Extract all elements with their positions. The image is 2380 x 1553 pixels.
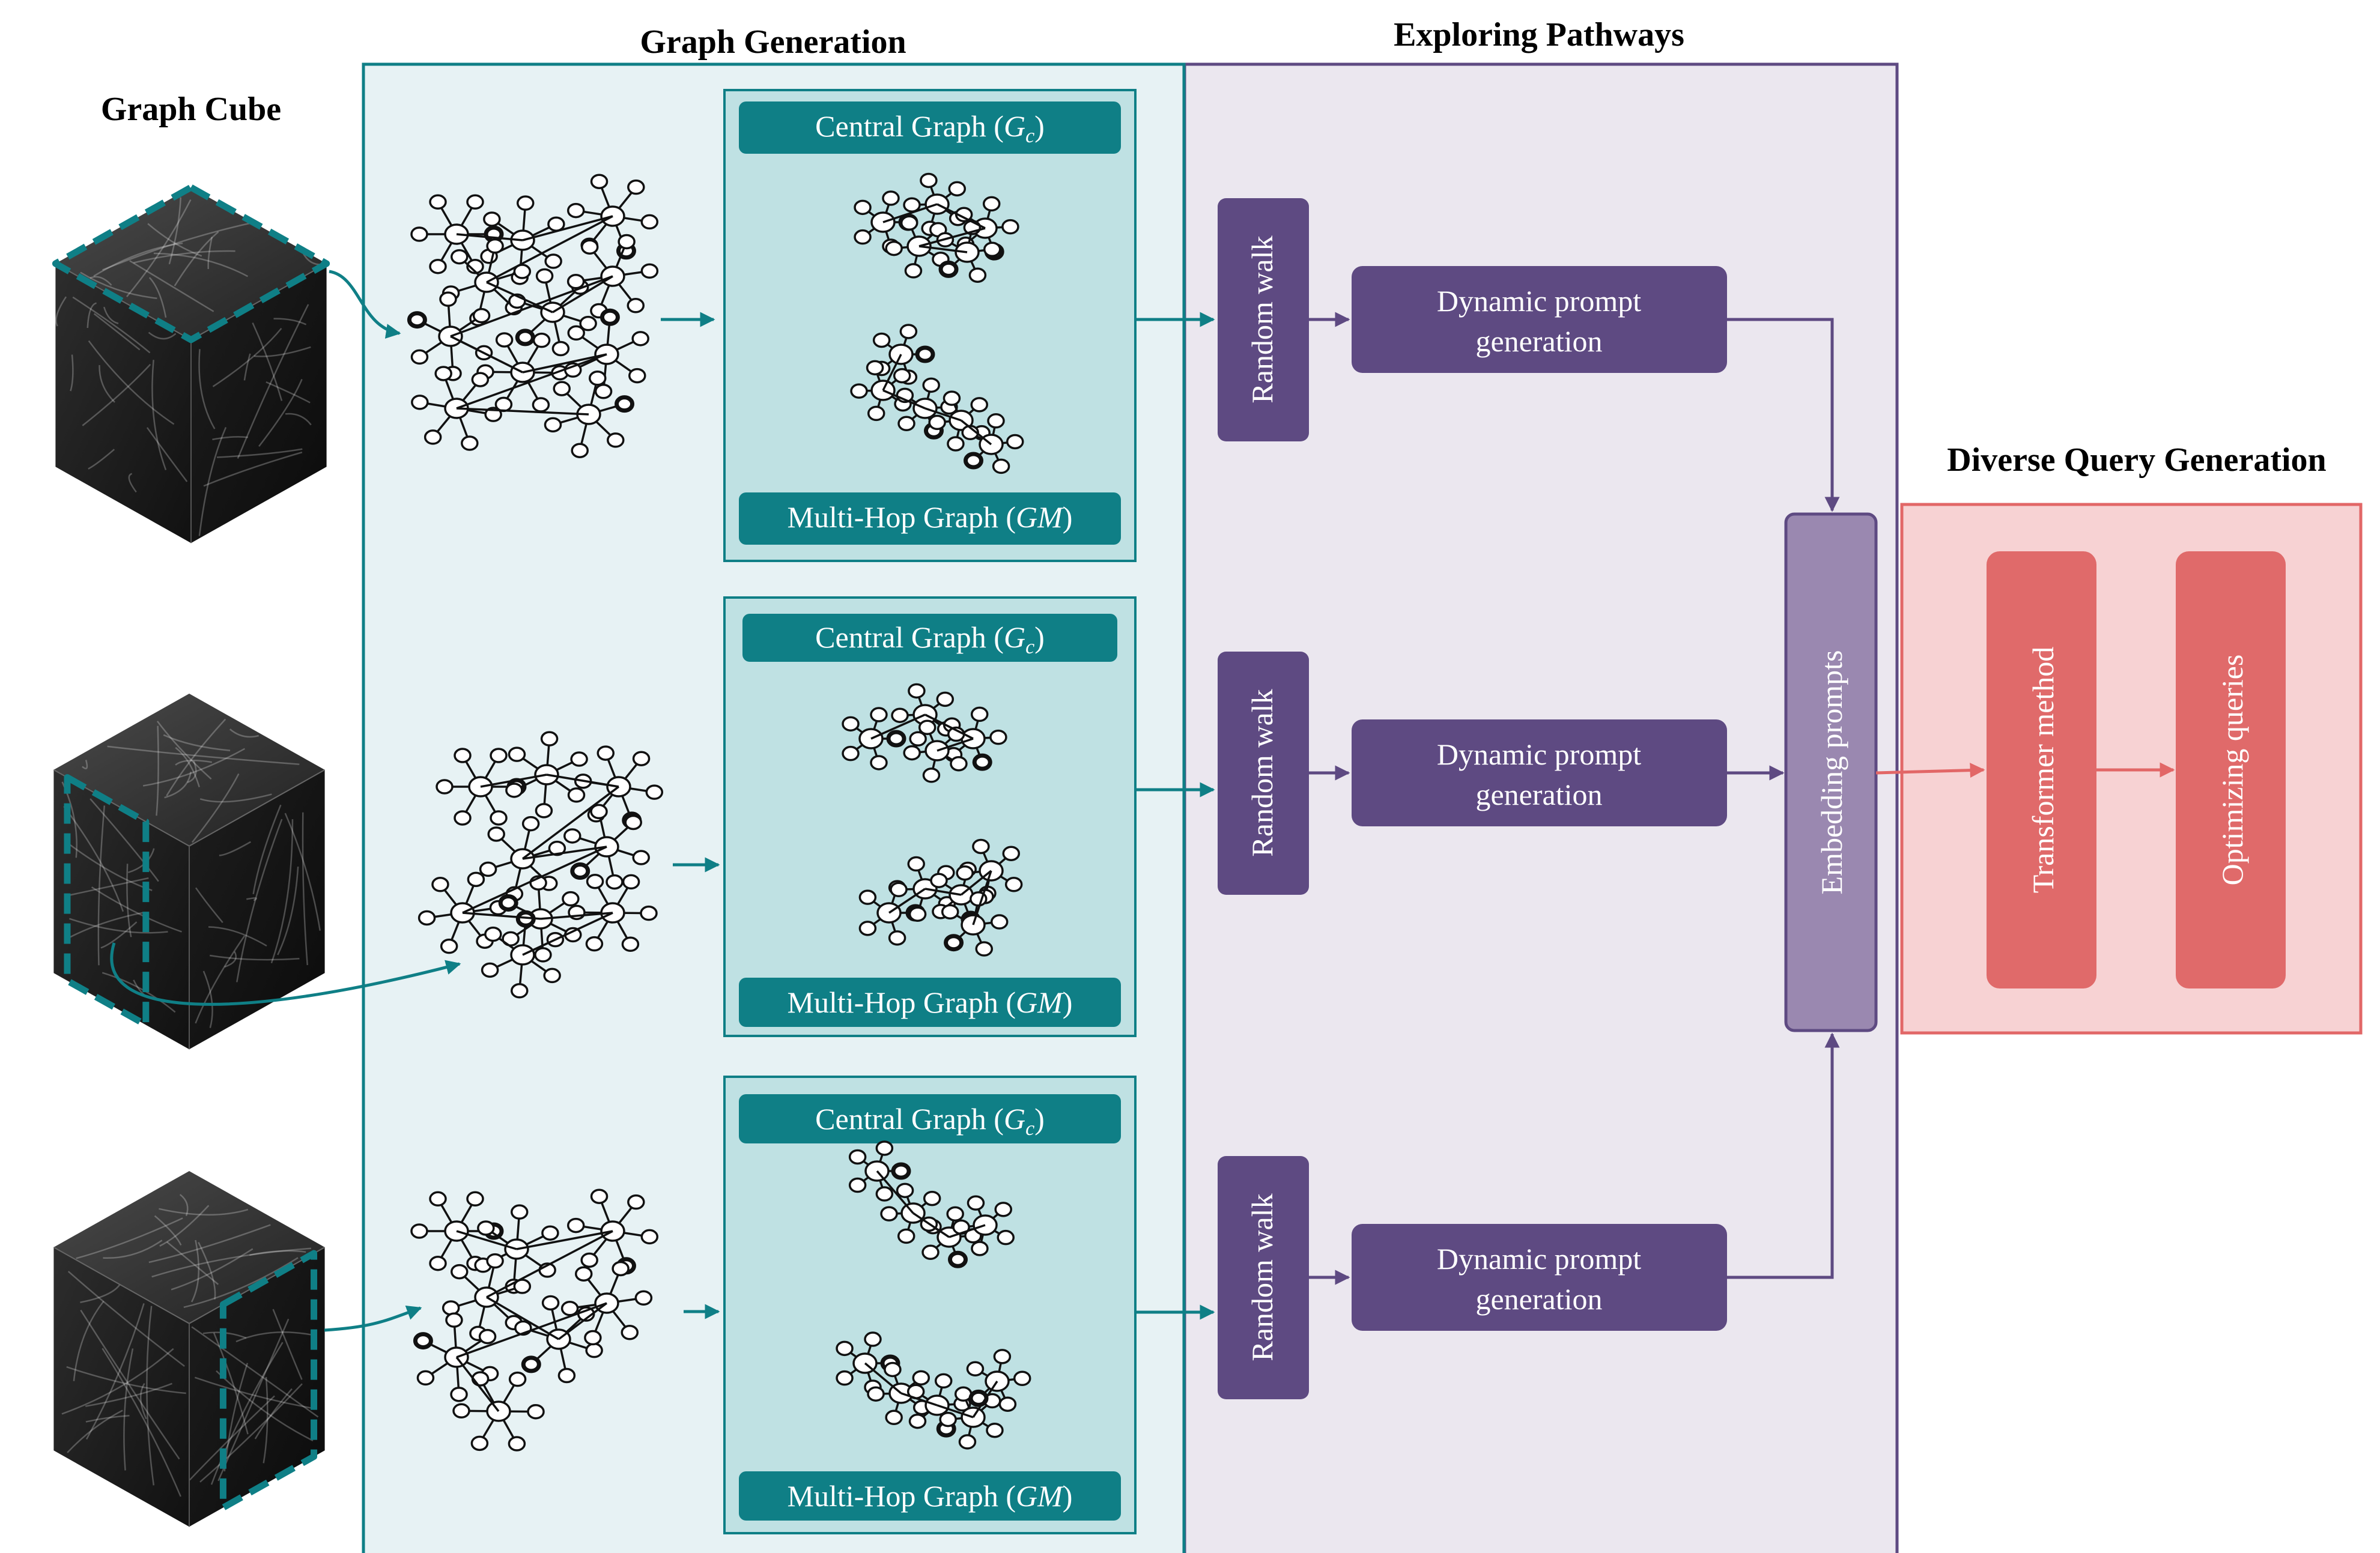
dynamic-prompt-text-1b: generation bbox=[1475, 324, 1602, 358]
random-walk-box-1: Random walk bbox=[1218, 198, 1309, 441]
transformer-method-box: Transformer method bbox=[1987, 551, 2096, 988]
heading-diverse-query-generation: Diverse Query Generation bbox=[1947, 441, 2326, 479]
graph-cube-1 bbox=[52, 184, 330, 543]
dynamic-prompt-text-2b: generation bbox=[1475, 778, 1602, 811]
heading-exploring-pathways: Exploring Pathways bbox=[1394, 16, 1684, 53]
cube1-to-graph-arrow bbox=[329, 270, 401, 339]
multihop-graph-label-2 bbox=[739, 978, 1121, 1027]
random-walk-text-1: Random walk bbox=[1245, 235, 1279, 403]
random-walk-box-3: Random walk bbox=[1218, 1156, 1309, 1399]
heading-graph-cube: Graph Cube bbox=[101, 91, 281, 128]
multihop-graph-text-1: Multi-Hop Graph (GM) bbox=[788, 500, 1073, 534]
dynamic-prompt-text-3a: Dynamic prompt bbox=[1437, 1242, 1641, 1276]
prompt1-to-embedding-arrow bbox=[1727, 318, 1840, 512]
random-walk-text-2: Random walk bbox=[1245, 689, 1279, 856]
graph-illustrations bbox=[407, 172, 1031, 1452]
random-walk-text-3: Random walk bbox=[1245, 1193, 1279, 1361]
central-graph-text-3: Central Graph (Gc) bbox=[815, 1102, 1045, 1140]
embedding-prompts-box: Embedding prompts bbox=[1784, 512, 1878, 1032]
dynamic-prompt-text-3b: generation bbox=[1475, 1282, 1602, 1316]
optimizing-queries-box: Optimizing queries bbox=[2176, 551, 2286, 988]
row-3-graph-box: Central Graph (Gc) Multi-Hop Graph (GM) bbox=[723, 1076, 1137, 1534]
dynamic-prompt-box-2: Dynamic prompt generation bbox=[1352, 719, 1727, 826]
random-walk-box-2: Random walk bbox=[1218, 652, 1309, 895]
central-graph-label-3 bbox=[739, 1094, 1121, 1143]
optimizing-queries-text: Optimizing queries bbox=[2215, 655, 2249, 886]
multihop-graph-text-2: Multi-Hop Graph (GM) bbox=[788, 985, 1073, 1019]
dynamic-prompt-text-2a: Dynamic prompt bbox=[1437, 737, 1641, 771]
central-graph-text-2: Central Graph (Gc) bbox=[815, 620, 1045, 658]
dynamic-prompt-box-1: Dynamic prompt generation bbox=[1352, 266, 1727, 373]
embedding-prompts-text: Embedding prompts bbox=[1815, 650, 1848, 895]
embedding-to-transformer-arrow bbox=[1875, 763, 1985, 778]
dynamic-prompt-box-3: Dynamic prompt generation bbox=[1352, 1224, 1727, 1331]
multihop-graph-label-3 bbox=[739, 1471, 1121, 1521]
cube2-to-graph-arrow bbox=[110, 942, 461, 1006]
graph-cube-3 bbox=[53, 1171, 326, 1527]
central-graph-text-1: Central Graph (Gc) bbox=[815, 109, 1045, 147]
multihop-graph-label-1 bbox=[739, 492, 1121, 545]
prompt3-to-embedding-arrow bbox=[1727, 1032, 1840, 1279]
multihop-graph-text-3: Multi-Hop Graph (GM) bbox=[788, 1479, 1073, 1513]
heading-graph-generation: Graph Generation bbox=[640, 23, 906, 61]
graph-cube-2 bbox=[53, 694, 326, 1050]
transformer-method-text: Transformer method bbox=[2026, 647, 2060, 894]
central-graph-label-2 bbox=[742, 614, 1117, 662]
row-1-graph-box: Central Graph (Gc) Multi-Hop Graph (GM) bbox=[723, 89, 1137, 562]
cube3-to-graph-arrow bbox=[324, 1306, 422, 1332]
dynamic-prompt-text-1a: Dynamic prompt bbox=[1437, 284, 1641, 318]
row-2-graph-box: Central Graph (Gc) Multi-Hop Graph (GM) bbox=[723, 596, 1137, 1037]
central-graph-label-1 bbox=[739, 101, 1121, 154]
